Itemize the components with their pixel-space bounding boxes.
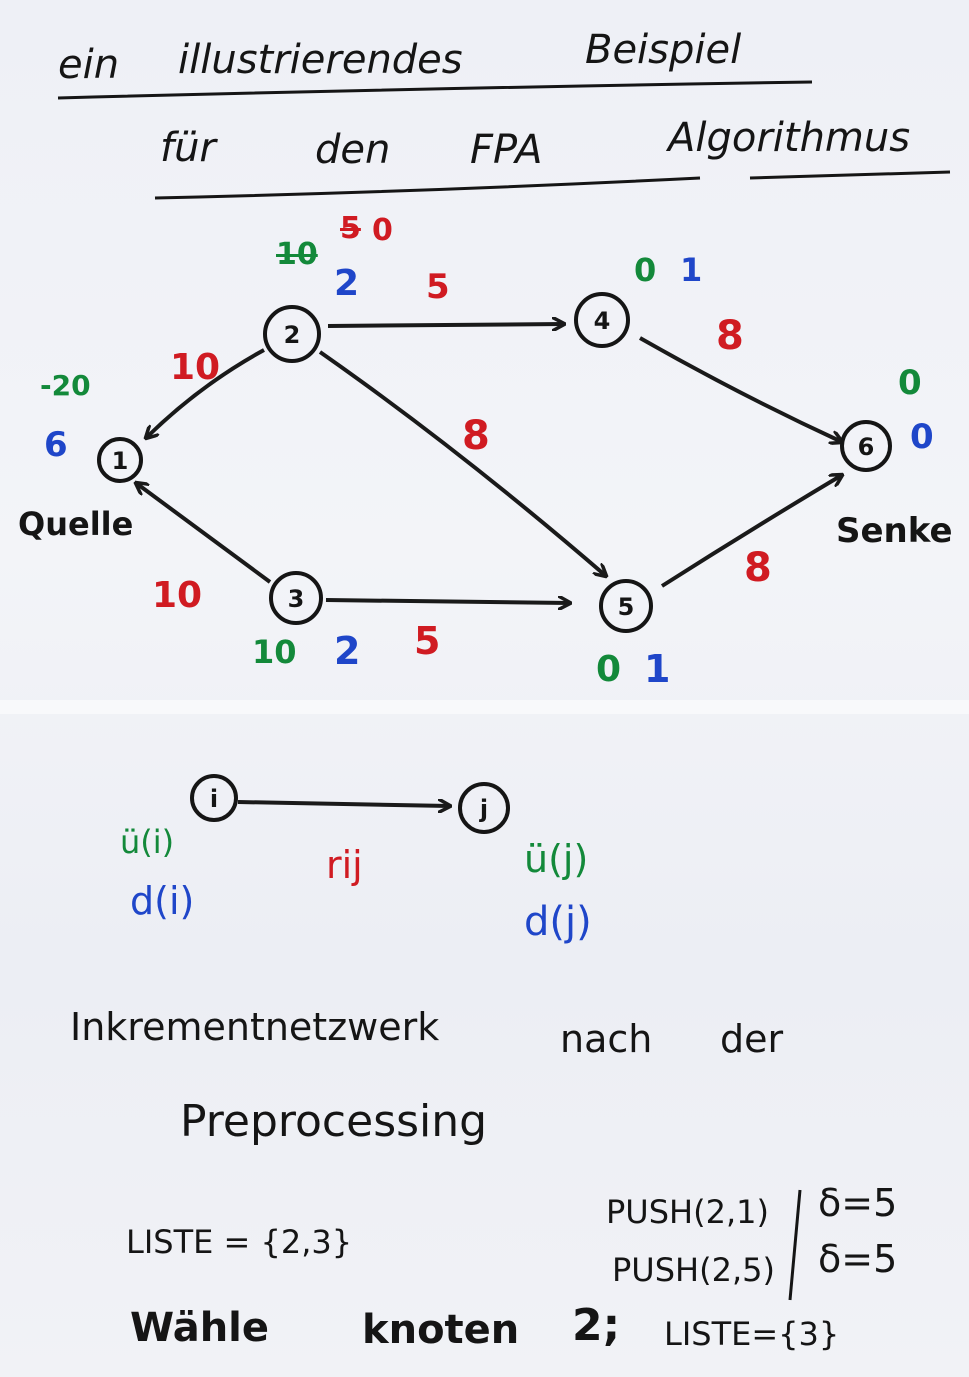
photo-seam: [0, 700, 969, 714]
title-word-beispiel: Beispiel: [585, 27, 742, 73]
title-word-fpa: FPA: [470, 127, 543, 173]
legend-u-j: ü(j): [524, 837, 589, 881]
heading-nach: nach: [560, 1017, 653, 1061]
edge-3-5: [325, 600, 570, 603]
title-underline-2b: [749, 170, 951, 180]
title-word-fuer: für: [160, 125, 216, 171]
node-2-d: 2: [334, 263, 360, 304]
node-2: 2: [263, 305, 321, 363]
push-2-5: PUSH(2,5): [612, 1251, 775, 1289]
title-word-illustrierendes: illustrierendes: [178, 37, 463, 83]
liste-after: LISTE={3}: [664, 1315, 840, 1353]
push-2-5-delta: δ=5: [818, 1237, 898, 1281]
edge-3-1-capacity: 10: [152, 575, 203, 616]
legend-node-j-label: j: [479, 795, 488, 823]
node-3-label: 3: [288, 585, 305, 613]
node-3: 3: [269, 571, 323, 625]
push-divider: [788, 1189, 802, 1301]
node-3-u: 10: [252, 633, 297, 671]
edge-4-6-capacity: 8: [716, 313, 744, 359]
knoten-word: knoten: [362, 1307, 520, 1353]
node-1-label: 1: [112, 447, 129, 475]
heading-der: der: [720, 1017, 784, 1061]
heading-inkrementnetzwerk: Inkrementnetzwerk: [70, 1005, 440, 1049]
push-2-1: PUSH(2,1): [606, 1193, 769, 1231]
edge-2-1: [146, 348, 265, 438]
legend-r-ij: rij: [326, 843, 363, 887]
node-4-d: 1: [680, 251, 703, 289]
heading-preprocessing: Preprocessing: [180, 1096, 488, 1147]
title-underline-2a: [154, 176, 701, 200]
node-1-d: 6: [44, 425, 68, 465]
node-1-name: Quelle: [18, 505, 134, 543]
liste-initial: LISTE = {2,3}: [126, 1223, 353, 1261]
knoten-number: 2;: [572, 1300, 621, 1351]
title-word-algorithmus: Algorithmus: [668, 115, 911, 161]
node-1: 1: [97, 437, 143, 483]
node-6-label: 6: [858, 433, 875, 461]
legend-u-i: ü(i): [120, 823, 175, 861]
node-5: 5: [599, 579, 653, 633]
edge-5-6-capacity: 8: [744, 545, 772, 591]
node-4-u: 0: [634, 251, 657, 289]
node-5-d: 1: [644, 647, 671, 691]
title-word-den: den: [315, 127, 391, 173]
node-1-u: -20: [40, 369, 91, 402]
push-2-1-delta: δ=5: [818, 1181, 898, 1225]
node-4: 4: [574, 292, 630, 348]
waehle-word: Wähle: [130, 1305, 270, 1351]
legend-node-i: i: [190, 774, 238, 822]
node-2-u-struck-2: 5: [340, 211, 361, 246]
node-2-u-struck: 10: [276, 237, 318, 272]
legend-d-j: d(j): [524, 899, 592, 945]
edge-2-5-capacity: 8: [462, 413, 490, 459]
node-6: 6: [840, 420, 892, 472]
edge-2-4: [327, 324, 564, 326]
legend-d-i: d(i): [130, 879, 195, 923]
legend-node-j: j: [458, 782, 510, 834]
node-6-name: Senke: [836, 511, 953, 551]
edge-2-1-capacity: 10: [170, 347, 221, 388]
node-3-d: 2: [334, 629, 361, 673]
edge-2-5: [318, 350, 606, 576]
legend-node-i-label: i: [210, 785, 218, 813]
title-underline-1: [57, 80, 813, 100]
edge-5-6: [660, 475, 842, 588]
edge-4-6: [639, 336, 842, 442]
node-5-u: 0: [596, 649, 622, 690]
edge-3-1: [136, 483, 272, 584]
node-4-label: 4: [594, 307, 611, 335]
edge-2-4-capacity: 5: [426, 267, 450, 307]
node-6-d: 0: [910, 417, 934, 457]
legend-edge-i-j: [237, 802, 450, 806]
node-2-u: 0: [372, 213, 393, 248]
node-6-u: 0: [898, 363, 922, 403]
node-5-label: 5: [618, 593, 635, 621]
node-2-label: 2: [284, 321, 301, 349]
title-word-ein: ein: [58, 42, 120, 88]
edge-3-5-capacity: 5: [414, 619, 441, 663]
